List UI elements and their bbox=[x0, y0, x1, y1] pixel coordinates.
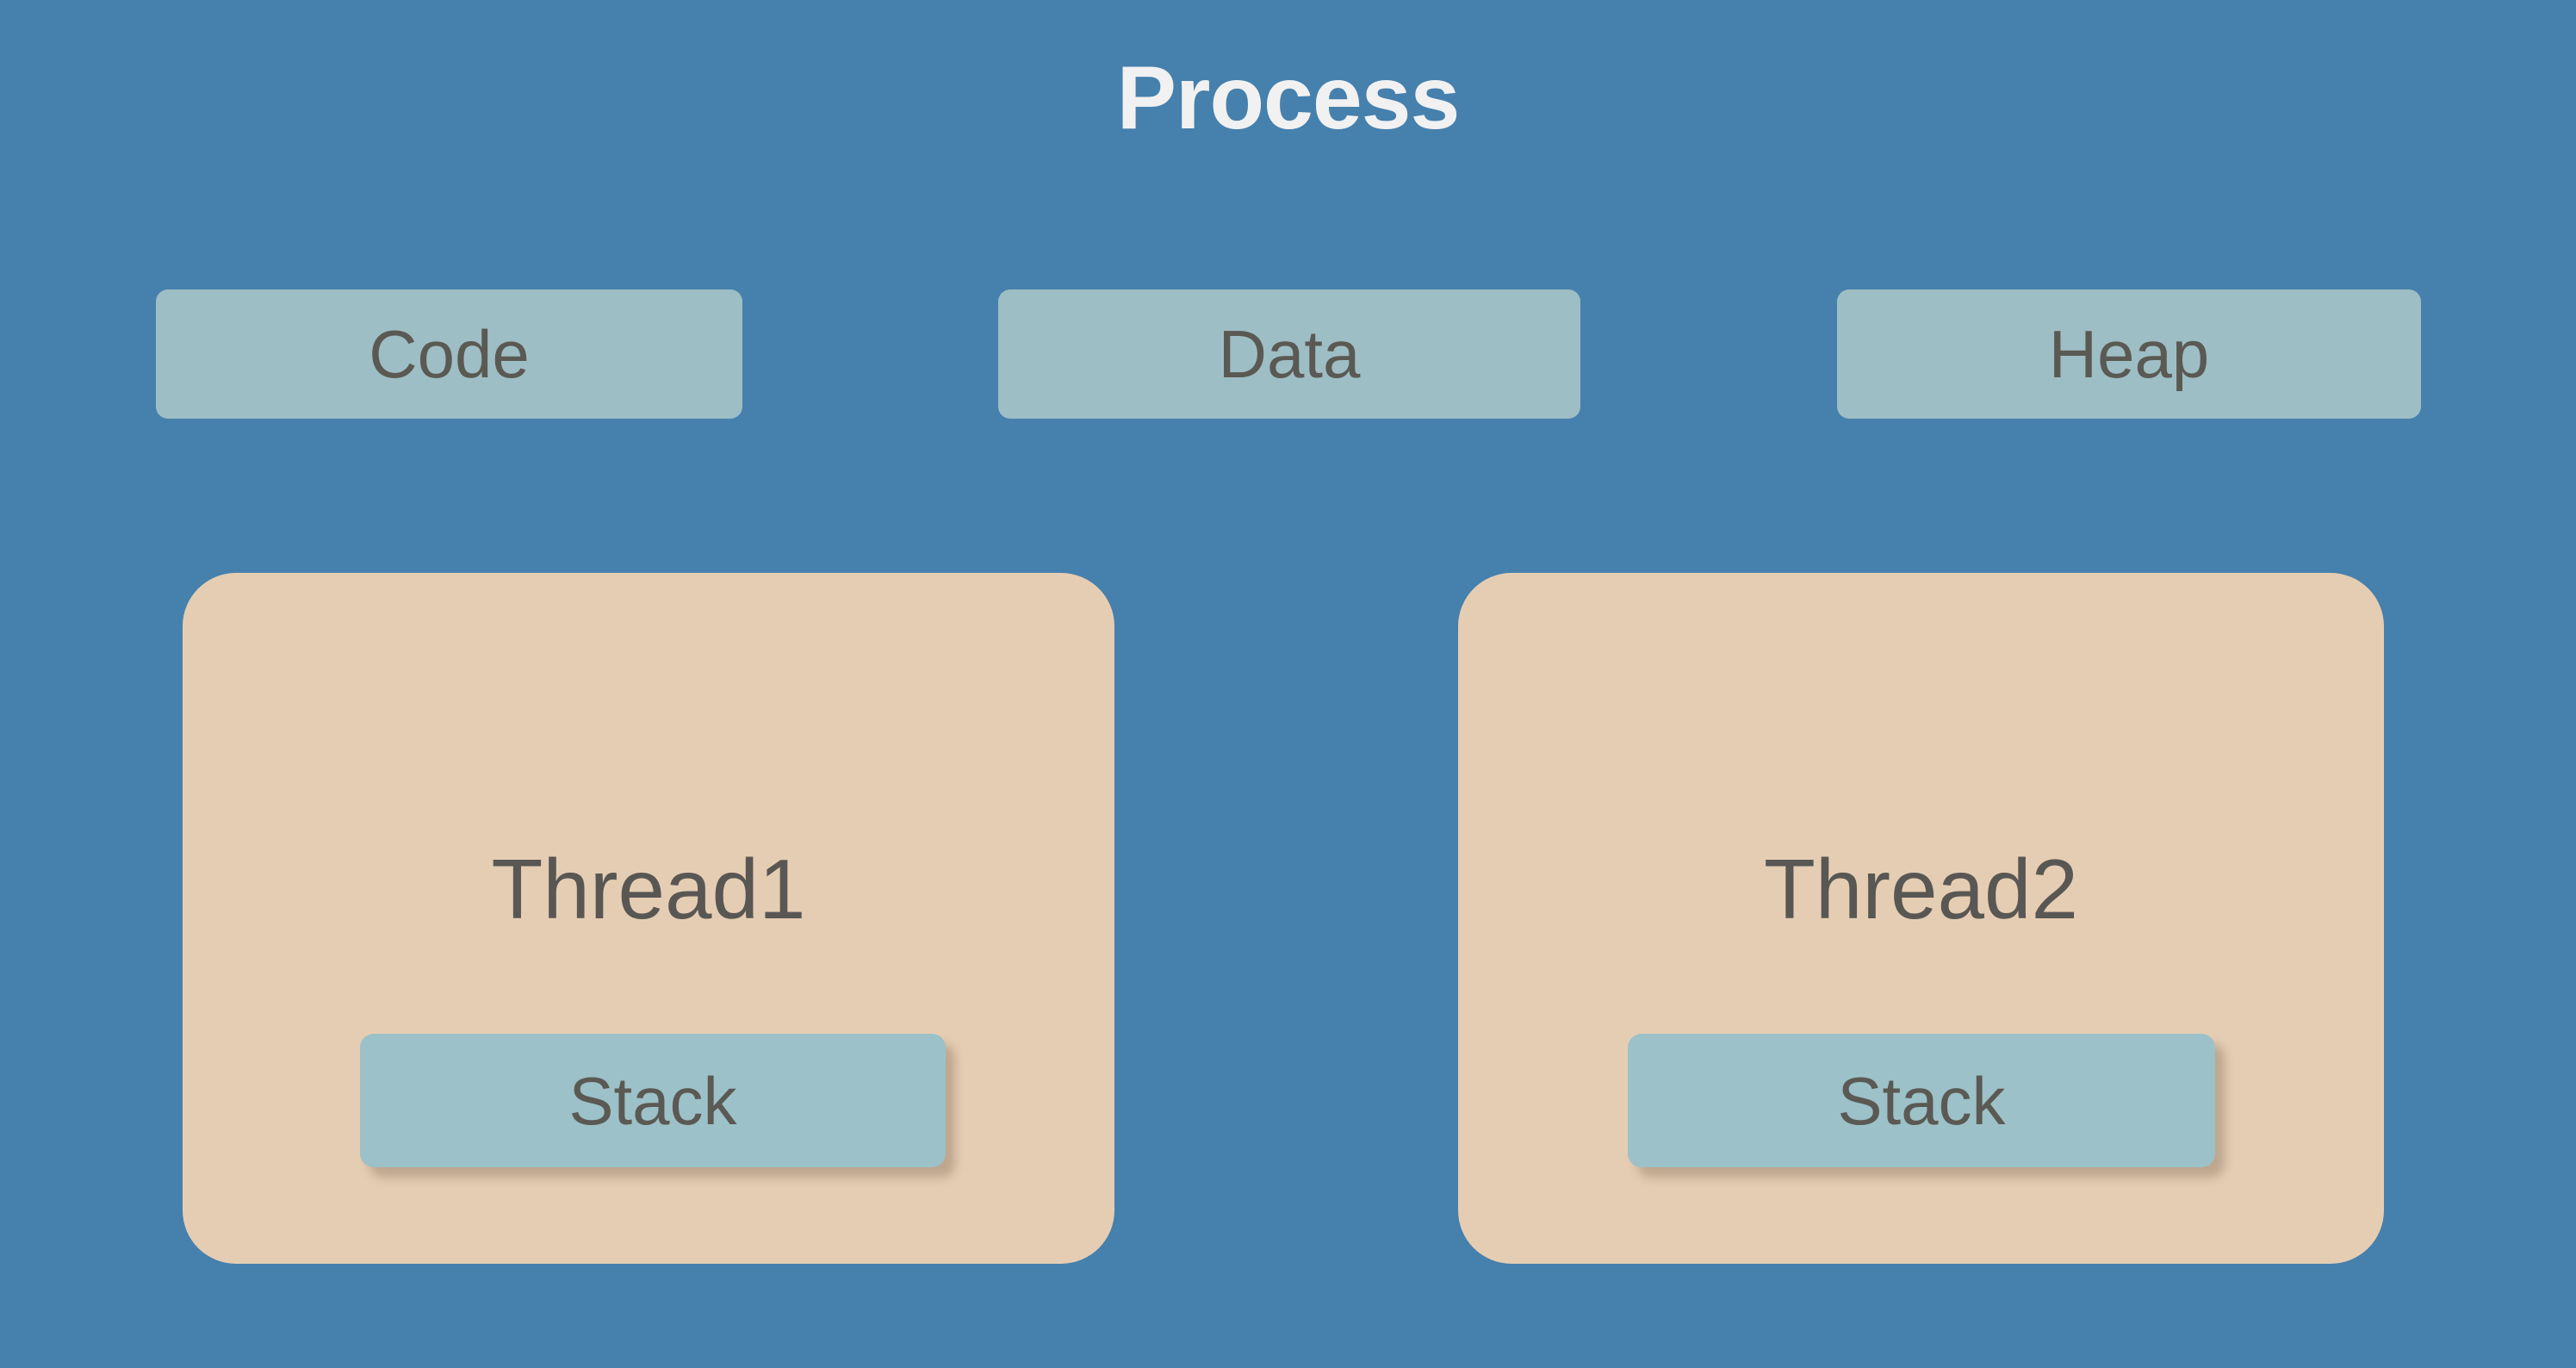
segment-box-heap[interactable]: Heap bbox=[1837, 289, 2421, 419]
thread-label-thread2: Thread2 bbox=[1763, 842, 2078, 936]
thread-card-thread2[interactable]: Thread2 Stack bbox=[1458, 573, 2384, 1264]
segment-label-code: Code bbox=[369, 316, 530, 392]
segment-box-data[interactable]: Data bbox=[998, 289, 1580, 419]
thread-card-thread1[interactable]: Thread1 Stack bbox=[183, 573, 1114, 1264]
segment-box-code[interactable]: Code bbox=[156, 289, 742, 419]
segment-label-data: Data bbox=[1218, 316, 1361, 392]
page-title: Process bbox=[1116, 48, 1461, 148]
stack-label-thread2: Stack bbox=[1837, 1062, 2006, 1139]
stack-label-thread1: Stack bbox=[568, 1062, 737, 1139]
thread-label-thread1: Thread1 bbox=[491, 842, 806, 936]
segment-label-heap: Heap bbox=[2048, 316, 2210, 392]
stack-box-thread1[interactable]: Stack bbox=[360, 1034, 946, 1167]
stack-box-thread2[interactable]: Stack bbox=[1628, 1034, 2215, 1167]
